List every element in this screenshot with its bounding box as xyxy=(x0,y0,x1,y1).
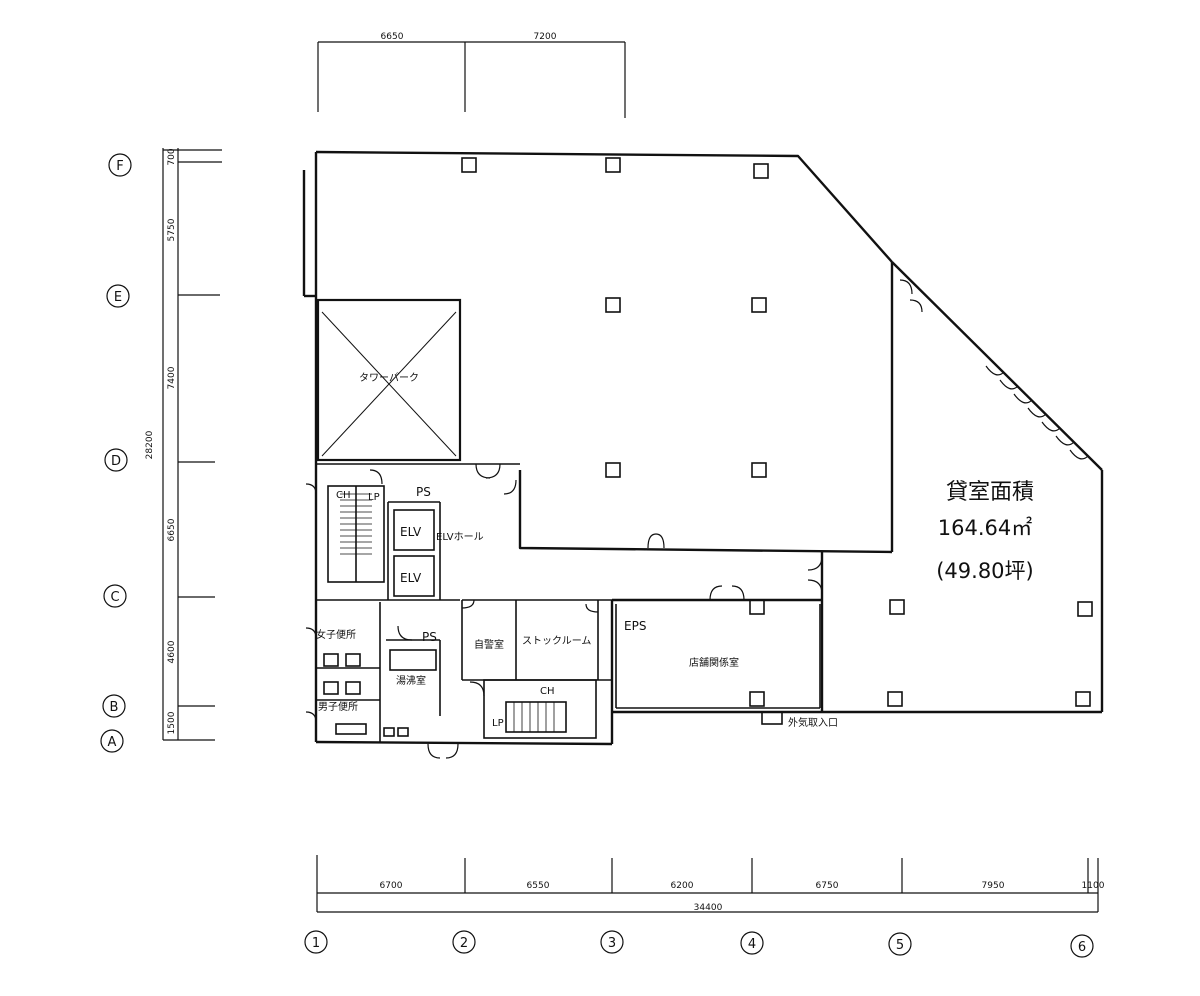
mens-toilet-label: 男子便所 xyxy=(318,700,358,713)
bottom-dimension-label: 1100 xyxy=(1082,881,1105,891)
column-axis-digit-1: 1 xyxy=(312,936,320,951)
bottom-dimension-label: 6700 xyxy=(380,881,403,891)
top-dimension-label: 7200 xyxy=(534,32,557,42)
row-axis-markers xyxy=(100,153,132,753)
left-dimension-label: 4600 xyxy=(167,640,177,663)
rental-area-m2: 164.64㎡ xyxy=(938,516,1032,540)
left-dimension-label: 7400 xyxy=(167,366,177,389)
row-axis-label: E xyxy=(114,290,122,305)
core-walls xyxy=(316,463,821,742)
tower-park-void xyxy=(316,298,462,462)
column-axis-digit-5: 5 xyxy=(896,938,904,953)
column-axis-digit-2: 2 xyxy=(460,936,468,951)
column-axis-digit-3: 3 xyxy=(608,936,616,951)
ps-upper-label: PS xyxy=(416,485,431,499)
row-axis-label: D xyxy=(111,454,121,469)
top-dimension-line xyxy=(317,41,626,118)
bottom-dimension-line xyxy=(316,855,1099,913)
left-dimension-line xyxy=(162,148,222,741)
security-room-label: 自警室 xyxy=(474,638,504,651)
bottom-dimension-label: 6200 xyxy=(671,881,694,891)
lp-label: LP xyxy=(368,492,380,503)
air-intake-label: 外気取入口 xyxy=(788,716,838,729)
structural-columns xyxy=(461,157,1093,707)
row-axis-label: C xyxy=(110,590,119,605)
womens-toilet-label: 女子便所 xyxy=(316,628,356,641)
left-dimension-label: 700 xyxy=(167,148,177,165)
window-bays xyxy=(899,279,1089,460)
tower-park-label: タワーパーク xyxy=(359,372,419,384)
stock-room-label: ストックルーム xyxy=(522,635,591,647)
column-axis-digit-6: 6 xyxy=(1078,940,1086,955)
rental-area-tsubo: (49.80坪) xyxy=(936,559,1034,583)
row-axis-label: F xyxy=(116,159,123,174)
top-dimension-label: 6650 xyxy=(381,32,404,42)
ch-label: CH xyxy=(336,490,351,501)
left-dimension-total: 28200 xyxy=(145,430,155,459)
ps-lower-label: PS xyxy=(422,630,437,644)
eps-label: EPS xyxy=(624,619,646,633)
column-axis-markers xyxy=(304,930,1094,958)
row-axis-label: A xyxy=(108,735,117,750)
bottom-dimension-total: 34400 xyxy=(694,903,723,913)
bottom-dimension-label: 7950 xyxy=(982,881,1005,891)
bottom-dimension-label: 6750 xyxy=(816,881,839,891)
lp-label: LP xyxy=(492,718,504,729)
elevator-2-label: ELV xyxy=(400,571,422,585)
shop-room-label: 店舗関係室 xyxy=(689,656,739,669)
kitchenette-label: 湯沸室 xyxy=(396,674,426,687)
column-axis-digit-4: 4 xyxy=(748,937,756,952)
row-axis-label: B xyxy=(110,700,119,715)
rental-area-title: 貸室面積 xyxy=(946,480,1034,505)
door-swings xyxy=(305,463,823,759)
elevator-1-label: ELV xyxy=(400,525,422,539)
left-dimension-label: 6650 xyxy=(167,518,177,541)
elevator-hall-label: ELVホール xyxy=(436,531,484,543)
left-dimension-label: 5750 xyxy=(167,218,177,241)
left-dimension-label: 1500 xyxy=(167,711,177,734)
ch-label: CH xyxy=(540,686,555,697)
bottom-dimension-label: 6550 xyxy=(527,881,550,891)
